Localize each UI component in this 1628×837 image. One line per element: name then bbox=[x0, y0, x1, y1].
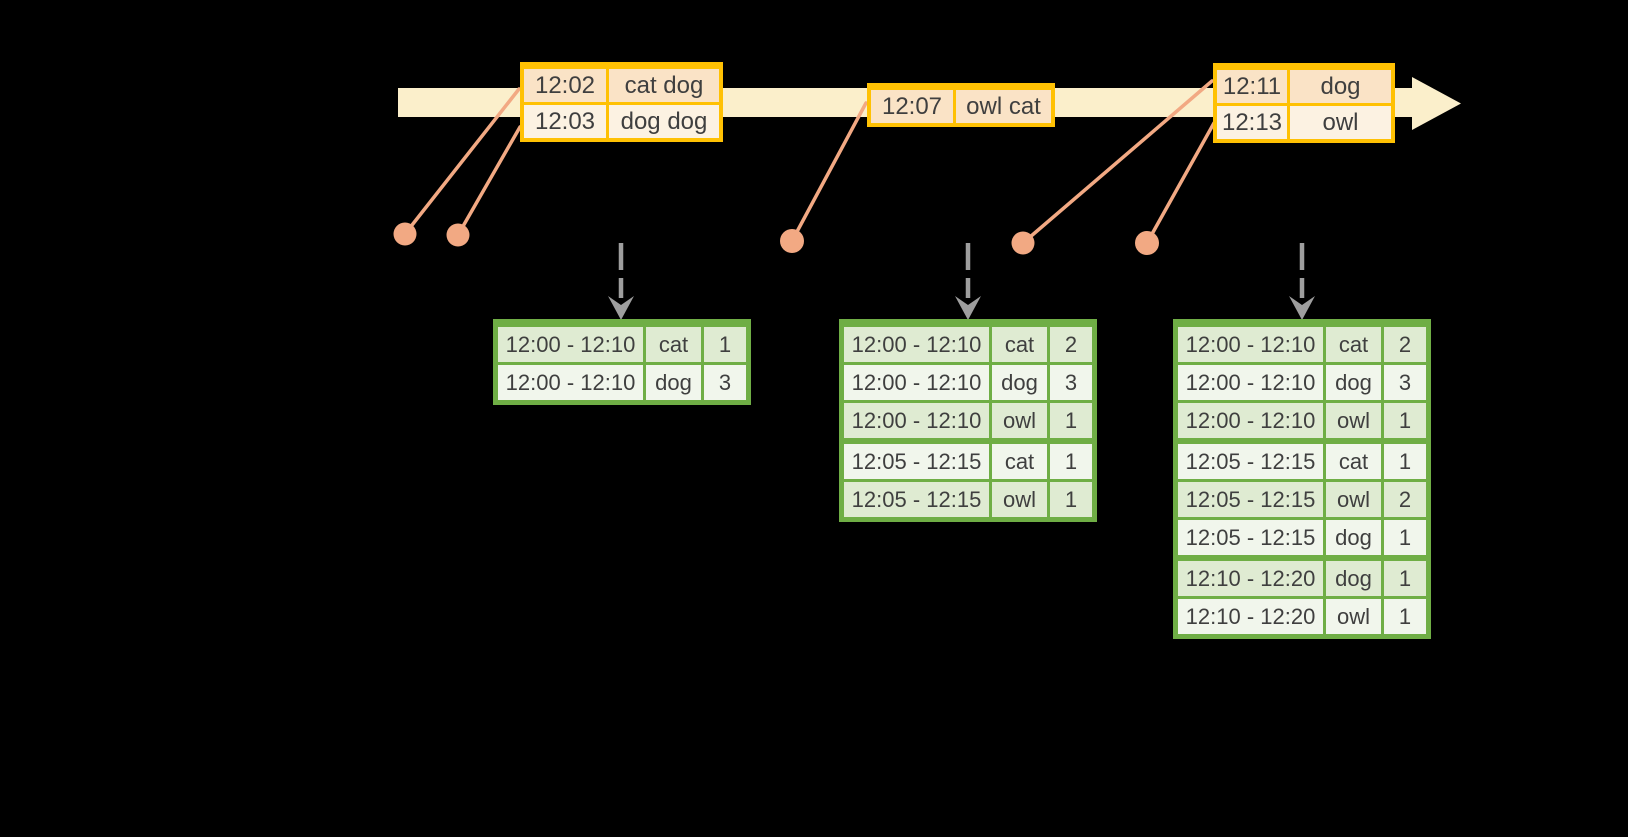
trigger-arrows bbox=[608, 243, 1315, 320]
event-words-cell: cat dog bbox=[606, 69, 719, 102]
event-connector-line bbox=[456, 125, 522, 237]
result-row: 12:05 - 12:15 cat 1 bbox=[844, 438, 1092, 479]
result-table-1: 12:00 - 12:10 cat 1 12:00 - 12:10 dog 3 bbox=[493, 319, 751, 405]
window-cell: 12:05 - 12:15 bbox=[1178, 520, 1323, 555]
result-row: 12:00 - 12:10 dog 3 bbox=[498, 362, 746, 400]
result-row: 12:00 - 12:10 owl 1 bbox=[1178, 400, 1426, 438]
count-cell: 1 bbox=[1381, 599, 1426, 634]
count-cell: 1 bbox=[1047, 403, 1092, 438]
count-cell: 3 bbox=[1047, 365, 1092, 400]
count-cell: 2 bbox=[1381, 327, 1426, 362]
result-row: 12:10 - 12:20 dog 1 bbox=[1178, 555, 1426, 596]
result-row: 12:05 - 12:15 owl 2 bbox=[1178, 479, 1426, 517]
event-words-cell: owl bbox=[1287, 106, 1391, 139]
event-table-3: 12:11 dog 12:13 owl bbox=[1213, 63, 1395, 143]
event-words-cell: owl cat bbox=[953, 90, 1051, 123]
window-cell: 12:05 - 12:15 bbox=[844, 444, 989, 479]
count-cell: 3 bbox=[1381, 365, 1426, 400]
event-time-cell: 12:02 bbox=[524, 69, 606, 102]
window-cell: 12:00 - 12:10 bbox=[844, 365, 989, 400]
count-cell: 1 bbox=[1381, 561, 1426, 596]
word-cell: dog bbox=[1323, 520, 1381, 555]
event-row: 12:11 dog bbox=[1217, 67, 1391, 103]
result-row: 12:05 - 12:15 cat 1 bbox=[1178, 438, 1426, 479]
event-time-cell: 12:03 bbox=[524, 105, 606, 138]
event-row: 12:02 cat dog bbox=[524, 66, 719, 102]
word-cell: owl bbox=[989, 403, 1047, 438]
dot-icon bbox=[1135, 231, 1159, 255]
result-table-2: 12:00 - 12:10 cat 2 12:00 - 12:10 dog 3 … bbox=[839, 319, 1097, 522]
dot-icon bbox=[780, 229, 804, 253]
word-cell: dog bbox=[643, 365, 701, 400]
window-cell: 12:05 - 12:15 bbox=[844, 482, 989, 517]
word-cell: dog bbox=[989, 365, 1047, 400]
dashed-arrow-down-icon bbox=[1289, 243, 1315, 320]
event-connector-line bbox=[1145, 121, 1216, 245]
word-cell: cat bbox=[989, 327, 1047, 362]
window-cell: 12:00 - 12:10 bbox=[1178, 403, 1323, 438]
count-cell: 2 bbox=[1047, 327, 1092, 362]
word-cell: owl bbox=[1323, 599, 1381, 634]
event-connector-line bbox=[403, 87, 521, 236]
word-cell: cat bbox=[1323, 444, 1381, 479]
count-cell: 1 bbox=[1047, 482, 1092, 517]
event-words-cell: dog dog bbox=[606, 105, 719, 138]
event-row: 12:03 dog dog bbox=[524, 102, 719, 138]
count-cell: 1 bbox=[1047, 444, 1092, 479]
word-cell: dog bbox=[1323, 561, 1381, 596]
result-row: 12:00 - 12:10 cat 2 bbox=[844, 324, 1092, 362]
window-cell: 12:05 - 12:15 bbox=[1178, 444, 1323, 479]
count-cell: 1 bbox=[1381, 444, 1426, 479]
word-cell: cat bbox=[1323, 327, 1381, 362]
result-row: 12:05 - 12:15 owl 1 bbox=[844, 479, 1092, 517]
count-cell: 3 bbox=[701, 365, 746, 400]
window-cell: 12:00 - 12:10 bbox=[1178, 327, 1323, 362]
result-table-3: 12:00 - 12:10 cat 2 12:00 - 12:10 dog 3 … bbox=[1173, 319, 1431, 639]
window-cell: 12:10 - 12:20 bbox=[1178, 561, 1323, 596]
count-cell: 1 bbox=[701, 327, 746, 362]
window-cell: 12:10 - 12:20 bbox=[1178, 599, 1323, 634]
count-cell: 2 bbox=[1381, 482, 1426, 517]
count-cell: 1 bbox=[1381, 403, 1426, 438]
result-row: 12:05 - 12:15 dog 1 bbox=[1178, 517, 1426, 555]
event-time-cell: 12:13 bbox=[1217, 106, 1287, 139]
event-connector-lines bbox=[403, 79, 1216, 245]
dashed-arrow-down-icon bbox=[608, 243, 634, 320]
event-row: 12:13 owl bbox=[1217, 103, 1391, 139]
word-cell: cat bbox=[643, 327, 701, 362]
dashed-arrow-down-icon bbox=[955, 243, 981, 320]
dot-icon bbox=[446, 223, 470, 247]
count-cell: 1 bbox=[1381, 520, 1426, 555]
window-cell: 12:00 - 12:10 bbox=[844, 327, 989, 362]
result-row: 12:10 - 12:20 owl 1 bbox=[1178, 596, 1426, 634]
event-time-cell: 12:11 bbox=[1217, 70, 1287, 103]
event-connector-line bbox=[1021, 79, 1214, 245]
word-cell: owl bbox=[1323, 403, 1381, 438]
window-cell: 12:00 - 12:10 bbox=[1178, 365, 1323, 400]
event-row: 12:07 owl cat bbox=[871, 87, 1051, 123]
result-row: 12:00 - 12:10 dog 3 bbox=[1178, 362, 1426, 400]
event-table-1: 12:02 cat dog 12:03 dog dog bbox=[520, 62, 723, 142]
event-marker-dots bbox=[393, 222, 1159, 255]
event-words-cell: dog bbox=[1287, 70, 1391, 103]
dot-icon bbox=[1011, 231, 1035, 255]
word-cell: cat bbox=[989, 444, 1047, 479]
result-row: 12:00 - 12:10 cat 2 bbox=[1178, 324, 1426, 362]
window-cell: 12:00 - 12:10 bbox=[498, 365, 643, 400]
result-row: 12:00 - 12:10 owl 1 bbox=[844, 400, 1092, 438]
window-cell: 12:00 - 12:10 bbox=[498, 327, 643, 362]
word-cell: dog bbox=[1323, 365, 1381, 400]
result-row: 12:00 - 12:10 cat 1 bbox=[498, 324, 746, 362]
event-connector-line bbox=[790, 101, 868, 243]
result-row: 12:00 - 12:10 dog 3 bbox=[844, 362, 1092, 400]
window-cell: 12:05 - 12:15 bbox=[1178, 482, 1323, 517]
window-cell: 12:00 - 12:10 bbox=[844, 403, 989, 438]
word-cell: owl bbox=[989, 482, 1047, 517]
dot-icon bbox=[393, 222, 417, 246]
event-table-2: 12:07 owl cat bbox=[867, 83, 1055, 127]
word-cell: owl bbox=[1323, 482, 1381, 517]
event-time-cell: 12:07 bbox=[871, 90, 953, 123]
